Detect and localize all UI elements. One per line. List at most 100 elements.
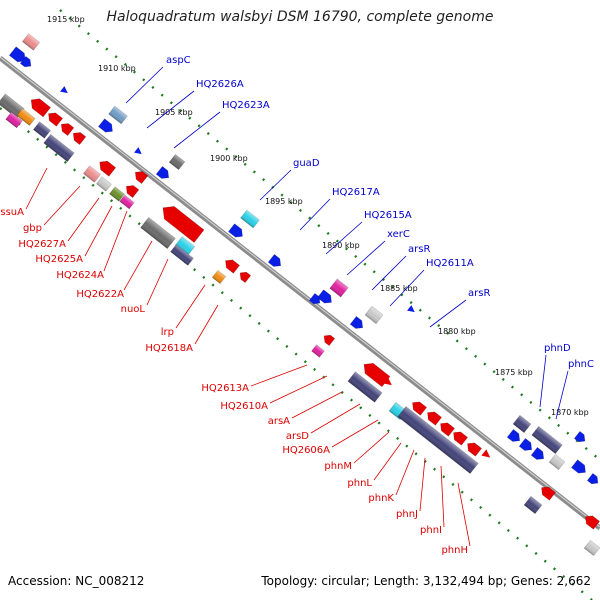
reverse-gene-arrow (585, 515, 600, 530)
forward-gene-arrow (267, 253, 282, 267)
reverse-gene-label: gbp (23, 223, 42, 234)
genome-backbone (0, 56, 600, 530)
forward-gene-arrow (19, 55, 32, 68)
reverse-gene-label: HQ2606A (282, 445, 330, 456)
forward-gene-label: arsR (468, 288, 490, 299)
forward-gene-label: HQ2617A (332, 187, 380, 198)
forward-gene-label: HQ2611A (426, 258, 474, 269)
gene-block (140, 216, 176, 250)
gene-block (512, 414, 532, 434)
reverse-gene-arrow (384, 378, 392, 386)
reverse-gene-arrow (481, 449, 491, 458)
reverse-label-leader (269, 375, 328, 404)
gene-block (531, 425, 563, 455)
reverse-gene-arrow (412, 401, 428, 416)
reverse-label-leader (146, 258, 169, 306)
reverse-gene-label: phnI (420, 525, 442, 536)
tick-label: 1885 kbp (380, 284, 418, 293)
reverse-gene-arrow (467, 442, 483, 457)
forward-gene-arrow (518, 437, 533, 451)
tick-label: 1880 kbp (438, 327, 476, 336)
forward-gene-arrow (155, 165, 170, 179)
reverse-label-leader (457, 482, 471, 547)
accession-text: Accession: NC_008212 (8, 574, 145, 588)
forward-label-leader (173, 111, 221, 149)
reverse-gene-arrow (323, 334, 336, 347)
reverse-gene-label: phnJ (396, 509, 418, 520)
gene-block (240, 209, 260, 229)
forward-gene-arrow (308, 292, 321, 305)
reverse-gene-label: arsD (286, 431, 309, 442)
reverse-gene-label: HQ2618A (145, 343, 193, 354)
forward-gene-arrow (586, 472, 599, 485)
reverse-label-leader (175, 284, 206, 329)
forward-gene-label: HQ2626A (196, 79, 244, 90)
reverse-label-leader (25, 167, 48, 210)
forward-gene-arrow (349, 315, 364, 329)
forward-gene-label: arsR (408, 244, 430, 255)
reverse-gene-label: nuoL (121, 304, 146, 315)
forward-gene-arrow (97, 118, 113, 133)
reverse-gene-arrow (239, 271, 252, 284)
gene-block (43, 133, 75, 163)
forward-label-leader (389, 269, 425, 307)
gene-block (21, 33, 41, 51)
gene-block (16, 108, 36, 126)
reverse-gene-arrow (162, 206, 205, 243)
forward-gene-label: guaD (293, 158, 320, 169)
reverse-gene-label: lrp (161, 327, 174, 338)
reverse-label-leader (419, 457, 426, 512)
forward-label-leader (429, 299, 467, 328)
gene-block (168, 153, 186, 171)
forward-label-leader (371, 255, 407, 291)
reverse-gene-label: HQ2613A (201, 383, 249, 394)
reverse-gene-label: HQ2610A (220, 401, 268, 412)
tick-label: 1870 kbp (551, 408, 589, 417)
tick-label: 1910 kbp (98, 64, 136, 73)
tick-label: 1900 kbp (210, 154, 248, 163)
forward-gene-arrow (570, 459, 586, 474)
reverse-label-leader (194, 304, 219, 345)
gene-block (523, 495, 543, 515)
forward-gene-labels: aspCHQ2626AHQ2623AguaDHQ2617AHQ2615AxerC… (125, 55, 594, 420)
reverse-gene-labels: ssuAgbpHQ2627AHQ2625AHQ2624AHQ2622AnuoLl… (0, 167, 471, 556)
gene-block (397, 406, 479, 474)
forward-label-leader (325, 221, 363, 255)
reverse-gene-label: HQ2627A (18, 239, 66, 250)
gene-block (108, 105, 128, 125)
reverse-label-leader (103, 210, 128, 272)
gene-block (32, 121, 52, 139)
forward-gene-arrow (60, 86, 68, 94)
gene-block (170, 244, 194, 266)
reverse-label-leader (250, 364, 308, 387)
forward-gene-arrow (407, 305, 415, 313)
genome-backbone-highlight (0, 56, 600, 528)
reverse-gene-label: phnM (324, 461, 352, 472)
reverse-label-leader (123, 240, 153, 291)
gene-block (583, 539, 600, 557)
forward-label-leader (125, 66, 164, 104)
forward-gene-label: phnD (544, 343, 571, 354)
forward-gene-label: aspC (166, 55, 191, 66)
tick-label: 1895 kbp (265, 197, 303, 206)
reverse-label-leader (331, 419, 379, 448)
reverse-label-leader (310, 403, 361, 434)
reverse-label-leader (395, 449, 415, 496)
forward-label-leader (299, 198, 331, 231)
gene-block (211, 269, 227, 285)
reverse-label-leader (84, 205, 113, 257)
reverse-gene-arrow (453, 431, 469, 446)
forward-label-leader (555, 370, 569, 420)
forward-label-leader (539, 354, 547, 408)
reverse-gene-label: phnH (441, 545, 468, 556)
forward-gene-label: HQ2623A (222, 100, 270, 111)
reverse-gene-label: ssuA (0, 207, 24, 218)
gene-block (329, 278, 349, 298)
reverse-gene-arrow (440, 422, 456, 437)
reverse-gene-label: HQ2625A (35, 254, 83, 265)
gene-block (364, 305, 384, 325)
reverse-label-leader (373, 442, 402, 481)
reverse-gene-arrow (72, 132, 87, 146)
reverse-gene-arrow (99, 160, 117, 177)
